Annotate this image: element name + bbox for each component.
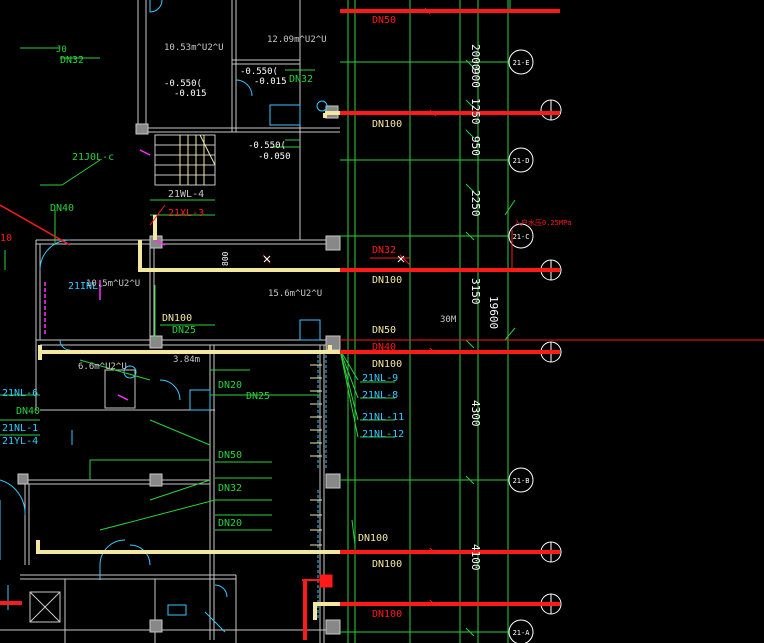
label-pressure: 入户水压0.25MPa	[514, 218, 572, 227]
label-dn25-a: DN25	[172, 325, 196, 336]
label-xl3: 21XL-3	[168, 208, 204, 219]
dim-950: 950	[469, 136, 482, 156]
yellow-pipes	[36, 111, 340, 620]
label-dn50-c: DN50	[218, 450, 242, 461]
dim-900: 900	[469, 68, 482, 88]
label-yl-4: 21YL-4	[2, 436, 38, 447]
label-inl-1: 21INL-	[68, 281, 104, 292]
axis-labels: 21-E 21-D 21-C 21-B 21-A	[513, 59, 531, 637]
building-walls	[0, 0, 340, 643]
label-dn20-a: DN20	[218, 380, 242, 391]
label-dn40-a: DN40	[50, 203, 74, 214]
axis-label-b: 21-B	[513, 477, 530, 485]
label-dn100-c: DN100	[162, 313, 192, 324]
axis-label-c: 21-C	[513, 233, 530, 241]
dimension-labels: 2000 900 1250 950 2250 3150 19600 4300 4…	[469, 44, 500, 571]
label-elev-3b: -0.050	[258, 152, 291, 162]
label-dn50-top: DN50	[372, 15, 396, 26]
label-dn40-c: DN40	[16, 406, 40, 417]
dim-2250: 2250	[469, 190, 482, 217]
label-dn50-b: DN50	[372, 325, 396, 336]
axis-label-e: 21-E	[513, 59, 530, 67]
label-dn32-top: DN32	[60, 55, 84, 66]
label-inl-9: 21NL-9	[362, 373, 398, 384]
label-elev-3a: -0.550(	[248, 141, 286, 151]
label-inl-11: 21NL-11	[362, 412, 404, 423]
label-wl4: 21WL-4	[168, 189, 204, 200]
label-area-4: 15.6m^U2^U	[268, 289, 322, 299]
label-inl-12: 21NL-12	[362, 429, 404, 440]
label-30m: 30M	[440, 315, 457, 325]
label-dn100-d: DN100	[372, 359, 402, 370]
stairs	[179, 134, 322, 546]
axis-grid-lines	[340, 0, 509, 643]
label-area-1: 10.53m^U2^U	[164, 43, 224, 53]
label-dn25-b: DN25	[246, 391, 270, 402]
label-800: 800	[221, 251, 230, 266]
dim-19600: 19600	[487, 296, 500, 329]
label-dn100-g: DN100	[372, 609, 402, 620]
pipe-markers	[263, 255, 405, 263]
label-j0: J0	[56, 45, 67, 55]
label-area-5: 6.6m^U2^U	[78, 362, 127, 372]
label-dn32-red: DN32	[372, 245, 396, 256]
label-elev-2a: -0.550(	[240, 67, 278, 77]
label-dn32-mid: DN32	[289, 74, 313, 85]
label-elev-2b: -0.015	[254, 77, 287, 87]
label-elev-1a: -0.550(	[164, 79, 202, 89]
dim-1250: 1250	[469, 98, 482, 125]
red-pipes	[0, 9, 764, 640]
label-dn100-top: DN100	[372, 119, 402, 130]
label-area-2: 12.09m^U2^U	[267, 35, 327, 45]
label-dn100-e: DN100	[358, 533, 388, 544]
label-inl-1b: 21NL-1	[2, 423, 38, 434]
label-dn40-b: DN40	[372, 342, 396, 353]
label-inl-8: 21NL-8	[362, 390, 398, 401]
axis-label-a: 21-A	[513, 629, 531, 637]
label-dn100-b: DN100	[372, 275, 402, 286]
label-dn20-b: DN20	[218, 518, 242, 529]
magenta-pipes	[0, 149, 166, 401]
label-elev-1b: -0.015	[174, 89, 207, 99]
label-dn32-c: DN32	[218, 483, 242, 494]
axis-bubbles	[508, 49, 562, 643]
label-dn100-f: DN100	[372, 559, 402, 570]
dim-4100: 4100	[469, 544, 482, 571]
label-area-6: 3.84m	[173, 355, 200, 365]
label-j0l: 21J0L-c	[72, 152, 114, 163]
labels: DN50 10.53m^U2^U 12.09m^U2^U J0 DN32 -0.…	[0, 15, 572, 620]
fixtures-doors	[0, 0, 328, 633]
dim-4300: 4300	[469, 400, 482, 427]
axis-label-d: 21-D	[513, 157, 530, 165]
label-area-3: 10.5m^U2^U	[86, 279, 140, 289]
dim-2000: 2000	[469, 44, 482, 71]
label-inl-6: 21NL-6	[2, 388, 38, 399]
leader-lines	[0, 0, 516, 546]
label-num-10: 10	[0, 233, 12, 244]
dim-3150: 3150	[469, 278, 482, 305]
